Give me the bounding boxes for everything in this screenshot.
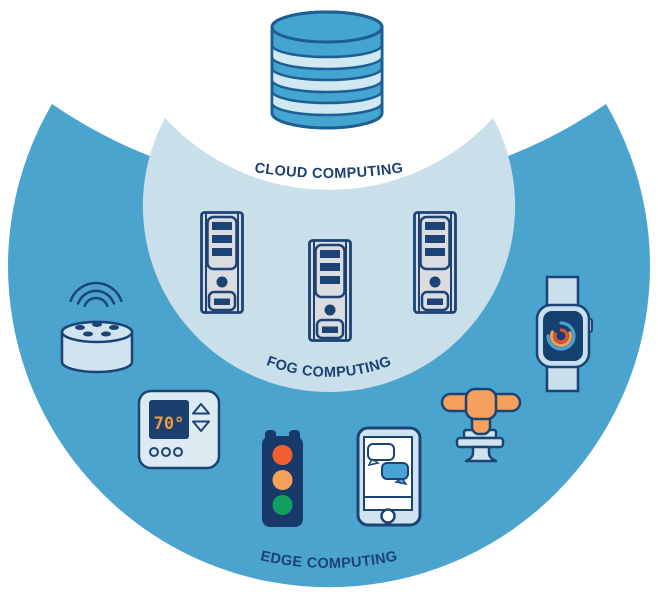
svg-text:EDGE COMPUTING: EDGE COMPUTING: [259, 548, 399, 572]
amber-light: [272, 470, 293, 490]
pipeline-valve-icon: [440, 387, 522, 463]
svg-text:CLOUD COMPUTING: CLOUD COMPUTING: [254, 160, 405, 182]
green-light: [272, 495, 293, 515]
thermostat-icon: 70°: [137, 389, 221, 470]
temperature-reading: 70°: [154, 414, 185, 434]
home-button: [380, 508, 396, 524]
sound-wave-icon: [69, 281, 123, 303]
red-light: [272, 445, 293, 465]
database-icon: [270, 10, 384, 130]
smartphone-icon: [356, 426, 422, 527]
sound-wave-icon: [76, 289, 116, 305]
activity-rings-icon: [546, 321, 576, 351]
traffic-light-icon: [262, 430, 303, 527]
smartwatch-icon: [535, 275, 593, 393]
fog-server-icon: [308, 239, 352, 342]
cloud-computing-label: CLOUD COMPUTING: [254, 160, 404, 182]
fog-server-icon: [413, 211, 457, 314]
down-arrow-icon: [192, 420, 210, 432]
fog-server-icon: [200, 211, 244, 314]
up-arrow-icon: [192, 403, 210, 415]
smart-speaker-icon: [60, 281, 134, 374]
watch-screen: [543, 311, 583, 361]
chat-bubbles-icon: [367, 443, 409, 486]
edge-computing-label: EDGE COMPUTING: [259, 548, 399, 572]
sound-wave-icon: [83, 296, 109, 308]
